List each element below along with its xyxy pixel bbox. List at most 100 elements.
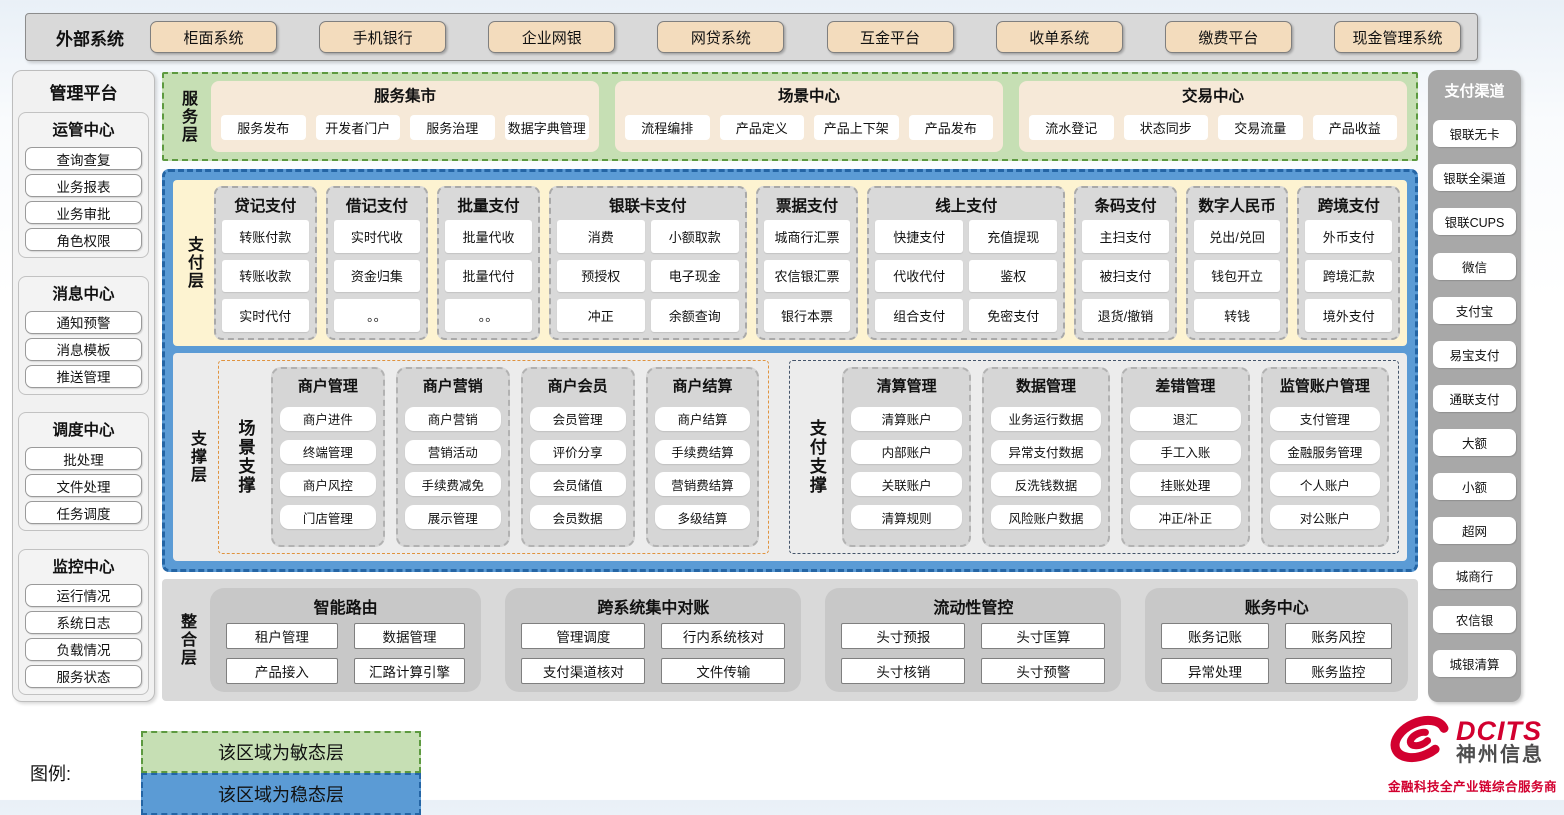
- group-title: 线上支付: [935, 198, 998, 215]
- payment-item-box: 消费: [556, 220, 645, 253]
- payment-group-items: 主扫支付被扫支付退货/撤销: [1082, 220, 1169, 332]
- channel-box: 银联无卡: [1433, 120, 1516, 148]
- payment-group: 票据支付城商行汇票农信银汇票银行本票: [755, 186, 859, 340]
- support-item-box: 商户进件: [280, 406, 376, 431]
- group-title: 商户营销: [422, 378, 483, 395]
- service-center-items: 流水登记状态同步交易流量产品收益: [1029, 109, 1397, 146]
- management-platform-title: 管理平台: [49, 84, 118, 103]
- service-item-box: 状态同步: [1123, 115, 1208, 140]
- external-system-box: 网贷系统: [657, 21, 785, 53]
- management-item-box: 业务报表: [25, 174, 142, 197]
- management-item-box: 服务状态: [25, 664, 142, 688]
- integration-item-box: 文件传输: [661, 658, 786, 684]
- external-system-box: 缴费平台: [1164, 21, 1292, 53]
- integration-layer: 整合层 智能路由租户管理数据管理产品接入汇路计算引擎跨系统集中对账管理调度行内系…: [162, 579, 1418, 701]
- payment-item-box: 资金归集: [333, 259, 421, 293]
- support-group: 清算管理清算账户内部账户关联账户清算规则: [842, 367, 971, 547]
- integration-item-box: 账务监控: [1284, 658, 1392, 684]
- management-item-box: 运行情况: [25, 583, 142, 607]
- support-group-items: 支付管理金融服务管理个人账户对公账户: [1269, 398, 1381, 538]
- integration-item-box: 账务记账: [1161, 623, 1269, 649]
- support-item-box: 评价分享: [529, 439, 626, 464]
- support-group: 数据管理业务运行数据异常支付数据反洗钱数据风险账户数据: [981, 367, 1111, 547]
- external-system-box: 柜面系统: [150, 21, 277, 53]
- payment-item-box: 被扫支付: [1082, 259, 1169, 293]
- group-title: 商户管理: [297, 378, 358, 395]
- dcits-logo: DCITS 神州信息 金融科技全产业链综合服务商: [1388, 710, 1557, 795]
- support-group-items: 商户结算手续费结算营销费结算多级结算: [654, 398, 751, 538]
- group-title: 调度中心: [52, 422, 115, 440]
- management-platform-panel: 管理平台 运管中心查询查复业务报表业务审批角色权限消息中心通知预警消息模板推送管…: [12, 70, 155, 702]
- service-item-box: 产品发布: [908, 115, 993, 140]
- payment-item-box: 。。: [445, 299, 532, 332]
- support-section-groups: 清算管理清算账户内部账户关联账户清算规则数据管理业务运行数据异常支付数据反洗钱数…: [842, 367, 1390, 547]
- channel-box: 微信: [1433, 252, 1516, 280]
- payment-item-box: 退货/撤销: [1082, 299, 1169, 332]
- payment-group: 数字人民币兑出/兑回钱包开立转钱: [1185, 186, 1289, 340]
- dcits-swirl-icon: [1388, 710, 1452, 773]
- support-item-box: 挂账处理: [1130, 472, 1241, 497]
- integration-item-box: 管理调度: [521, 623, 646, 649]
- payment-group-items: 转账付款转账收款实时代付: [222, 220, 309, 332]
- support-item-box: 商户结算: [654, 406, 751, 431]
- service-item-box: 流水登记: [1029, 115, 1114, 140]
- management-groups: 运管中心查询查复业务报表业务审批角色权限消息中心通知预警消息模板推送管理调度中心…: [18, 112, 149, 695]
- service-layer-groups: 服务集市服务发布开发者门户服务治理数据字典管理场景中心流程编排产品定义产品上下架…: [211, 81, 1407, 152]
- management-item-box: 系统日志: [25, 610, 142, 634]
- support-group-items: 商户进件终端管理商户风控门店管理: [280, 398, 376, 538]
- service-item-box: 数据字典管理: [504, 115, 589, 140]
- external-system-box: 现金管理系统: [1333, 21, 1461, 53]
- payment-item-box: 。。: [333, 299, 421, 332]
- payment-group: 银联卡支付消费小额取款预授权电子现金冲正余额查询: [548, 186, 747, 340]
- channel-box: 超网: [1433, 517, 1516, 545]
- group-title: 监管账户管理: [1279, 378, 1370, 395]
- payment-group-items: 快捷支付充值提现代收代付鉴权组合支付免密支付: [875, 220, 1058, 332]
- payment-item-box: 组合支付: [875, 299, 964, 332]
- service-item-box: 流程编排: [625, 115, 710, 140]
- payment-group: 线上支付快捷支付充值提现代收代付鉴权组合支付免密支付: [867, 186, 1066, 340]
- payment-item-box: 余额查询: [650, 299, 739, 332]
- external-systems-list: 柜面系统手机银行企业网银网贷系统互金平台收单系统缴费平台现金管理系统: [150, 21, 1461, 53]
- integration-item-box: 行内系统核对: [661, 623, 786, 649]
- integration-group: 跨系统集中对账管理调度行内系统核对支付渠道核对文件传输: [505, 588, 802, 692]
- management-item-box: 消息模板: [25, 337, 142, 361]
- integration-group: 流动性管控头寸预报头寸匡算头寸核销头寸预警: [825, 588, 1122, 692]
- channel-box: 通联支付: [1433, 384, 1516, 412]
- group-title: 智能路由: [313, 600, 378, 617]
- management-item-box: 文件处理: [25, 474, 142, 498]
- management-item-box: 批处理: [25, 447, 142, 471]
- management-item-box: 查询查复: [25, 147, 142, 170]
- channel-box: 支付宝: [1433, 296, 1516, 324]
- payment-group-items: 外币支付跨境汇款境外支付: [1305, 220, 1393, 332]
- integration-item-box: 数据管理: [353, 623, 466, 649]
- group-title: 贷记支付: [234, 198, 297, 215]
- support-section: 场景支撑商户管理商户进件终端管理商户风控门店管理商户营销商户营销营销活动手续费减…: [218, 360, 770, 554]
- payment-item-box: 转钱: [1193, 299, 1281, 332]
- support-item-box: 会员数据: [529, 505, 626, 530]
- integration-item-box: 头寸匡算: [981, 623, 1106, 649]
- support-item-box: 个人账户: [1269, 472, 1381, 497]
- service-center: 场景中心流程编排产品定义产品上下架产品发布: [615, 81, 1003, 152]
- payment-group-items: 实时代收资金归集。。: [333, 220, 421, 332]
- payment-group: 条码支付主扫支付被扫支付退货/撤销: [1074, 186, 1177, 340]
- external-system-box: 收单系统: [995, 21, 1123, 53]
- group-title: 监控中心: [52, 558, 115, 576]
- service-item-box: 交易流量: [1218, 115, 1303, 140]
- support-item-box: 展示管理: [404, 505, 501, 530]
- channel-box: 城商行: [1433, 561, 1516, 589]
- service-layer: 服务层 服务集市服务发布开发者门户服务治理数据字典管理场景中心流程编排产品定义产…: [162, 72, 1418, 161]
- management-item-box: 负载情况: [25, 637, 142, 661]
- stable-zone: 支付层 贷记支付转账付款转账收款实时代付借记支付实时代收资金归集。。批量支付批量…: [162, 169, 1418, 572]
- support-item-box: 商户营销: [404, 406, 501, 431]
- support-item-box: 清算规则: [851, 505, 962, 530]
- group-title: 条码支付: [1094, 198, 1157, 215]
- payment-item-box: 小额取款: [650, 220, 739, 253]
- support-section: 支付支撑清算管理清算账户内部账户关联账户清算规则数据管理业务运行数据异常支付数据…: [789, 360, 1399, 554]
- integration-group-items: 管理调度行内系统核对支付渠道核对文件传输: [521, 623, 786, 684]
- group-title: 银联卡支付: [609, 198, 687, 215]
- support-group-items: 商户营销营销活动手续费减免展示管理: [404, 398, 501, 538]
- payment-channels-title: 支付渠道: [1444, 83, 1505, 100]
- center-title: 场景中心: [777, 88, 840, 105]
- management-item-box: 推送管理: [25, 364, 142, 388]
- payment-item-box: 冲正: [556, 299, 645, 332]
